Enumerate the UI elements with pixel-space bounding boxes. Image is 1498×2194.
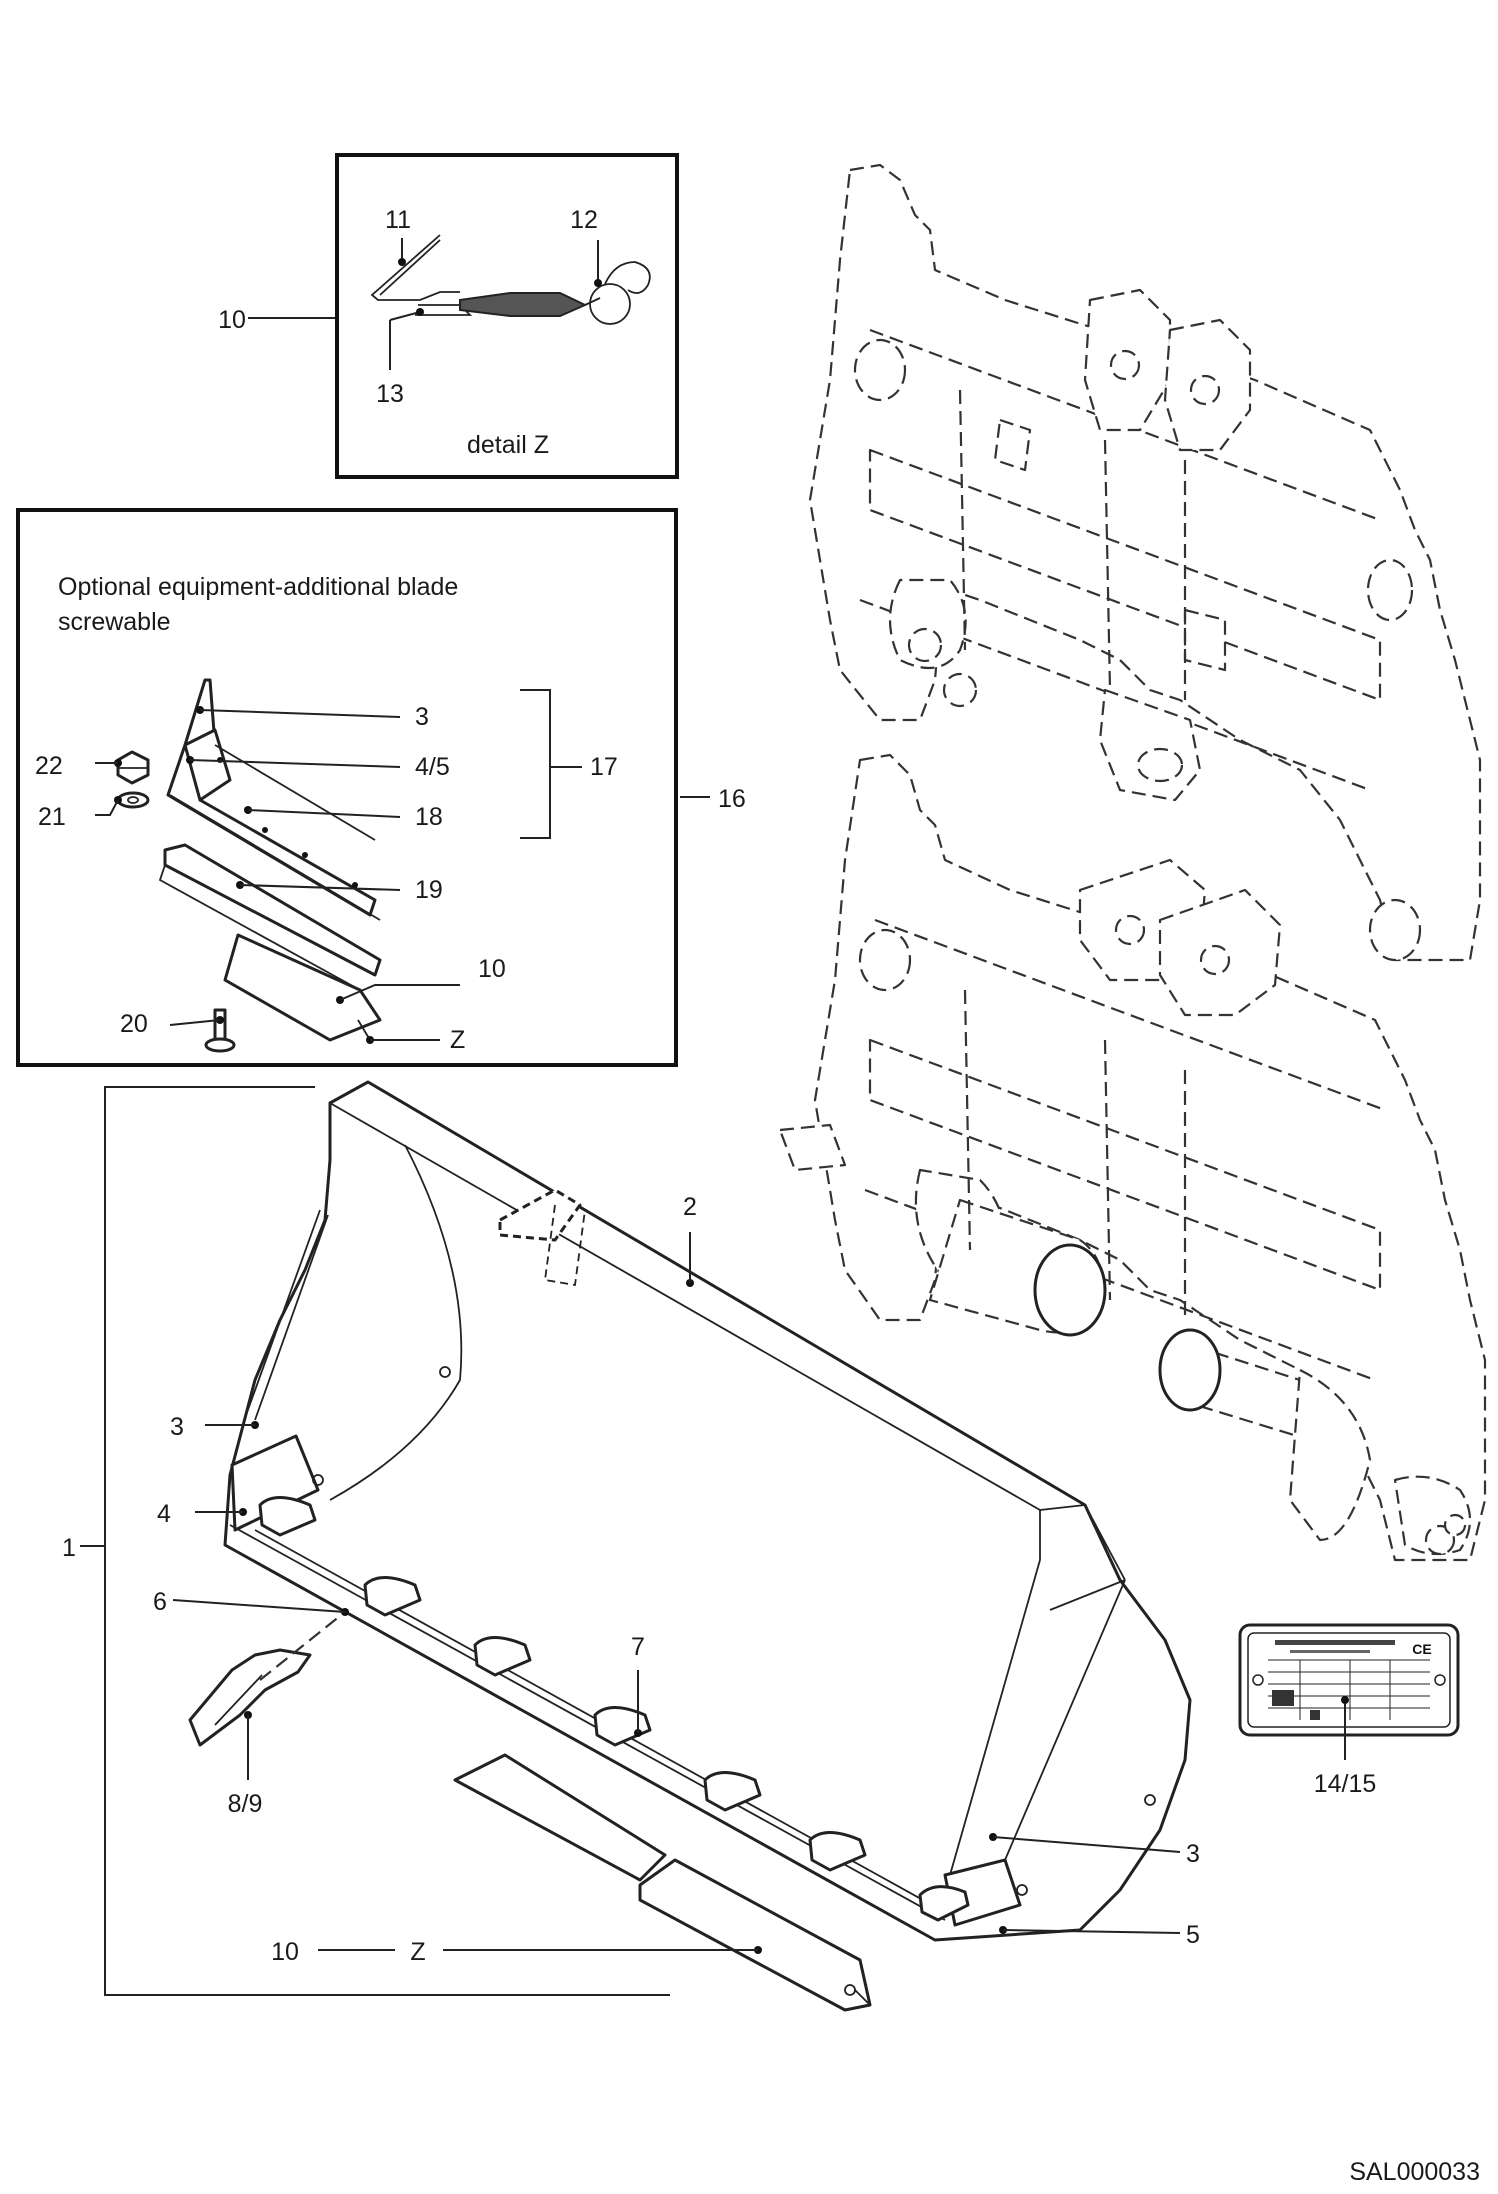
- label-7: 7: [631, 1633, 645, 1661]
- label-2: 2: [683, 1193, 697, 1221]
- label-4-5: 4/5: [415, 753, 450, 781]
- label-10-optional: 10: [478, 955, 506, 983]
- label-8-9: 8/9: [228, 1790, 263, 1818]
- label-3-optional: 3: [415, 703, 429, 731]
- label-16: 16: [718, 785, 746, 813]
- label-22: 22: [35, 752, 63, 780]
- optional-title-line2: screwable: [58, 608, 171, 636]
- label-13: 13: [376, 380, 404, 408]
- optional-equipment-box: Optional equipment-additional blade scre…: [16, 508, 746, 1067]
- tooth-adapters: [258, 1496, 970, 1922]
- label-3-bucket-right: 3: [1186, 1840, 1200, 1868]
- label-18: 18: [415, 803, 443, 831]
- label-4: 4: [157, 1500, 171, 1528]
- bucket: 1 2 3 4 6 7 8/9 3 5 10 Z: [62, 1080, 1200, 2012]
- drawing-id: SAL000033: [1349, 2158, 1480, 2186]
- label-12: 12: [570, 206, 598, 234]
- label-1: 1: [62, 1534, 76, 1562]
- label-3-bucket-left: 3: [170, 1413, 184, 1441]
- label-17: 17: [590, 753, 618, 781]
- label-14-15: 14/15: [1314, 1770, 1377, 1798]
- label-19: 19: [415, 876, 443, 904]
- quick-coupler-upper: [808, 163, 1482, 962]
- type-plate: CE 14/15: [1238, 1623, 1460, 1798]
- label-11: 11: [385, 206, 411, 234]
- optional-title-line1: Optional equipment-additional blade: [58, 573, 458, 601]
- label-10-bucket: 10: [271, 1938, 299, 1966]
- detail-caption: detail Z: [467, 431, 549, 459]
- detail-z-box: 10 11 12 13 detail Z: [218, 153, 679, 479]
- ce-mark: CE: [1412, 1641, 1431, 1657]
- label-z-bucket: Z: [410, 1938, 425, 1966]
- label-5: 5: [1186, 1921, 1200, 1949]
- quick-coupler-lower: [778, 753, 1487, 1562]
- label-6: 6: [153, 1588, 167, 1616]
- label-10-detail: 10: [218, 306, 246, 334]
- label-21: 21: [38, 803, 66, 831]
- label-20: 20: [120, 1010, 148, 1038]
- label-z-optional: Z: [450, 1026, 465, 1054]
